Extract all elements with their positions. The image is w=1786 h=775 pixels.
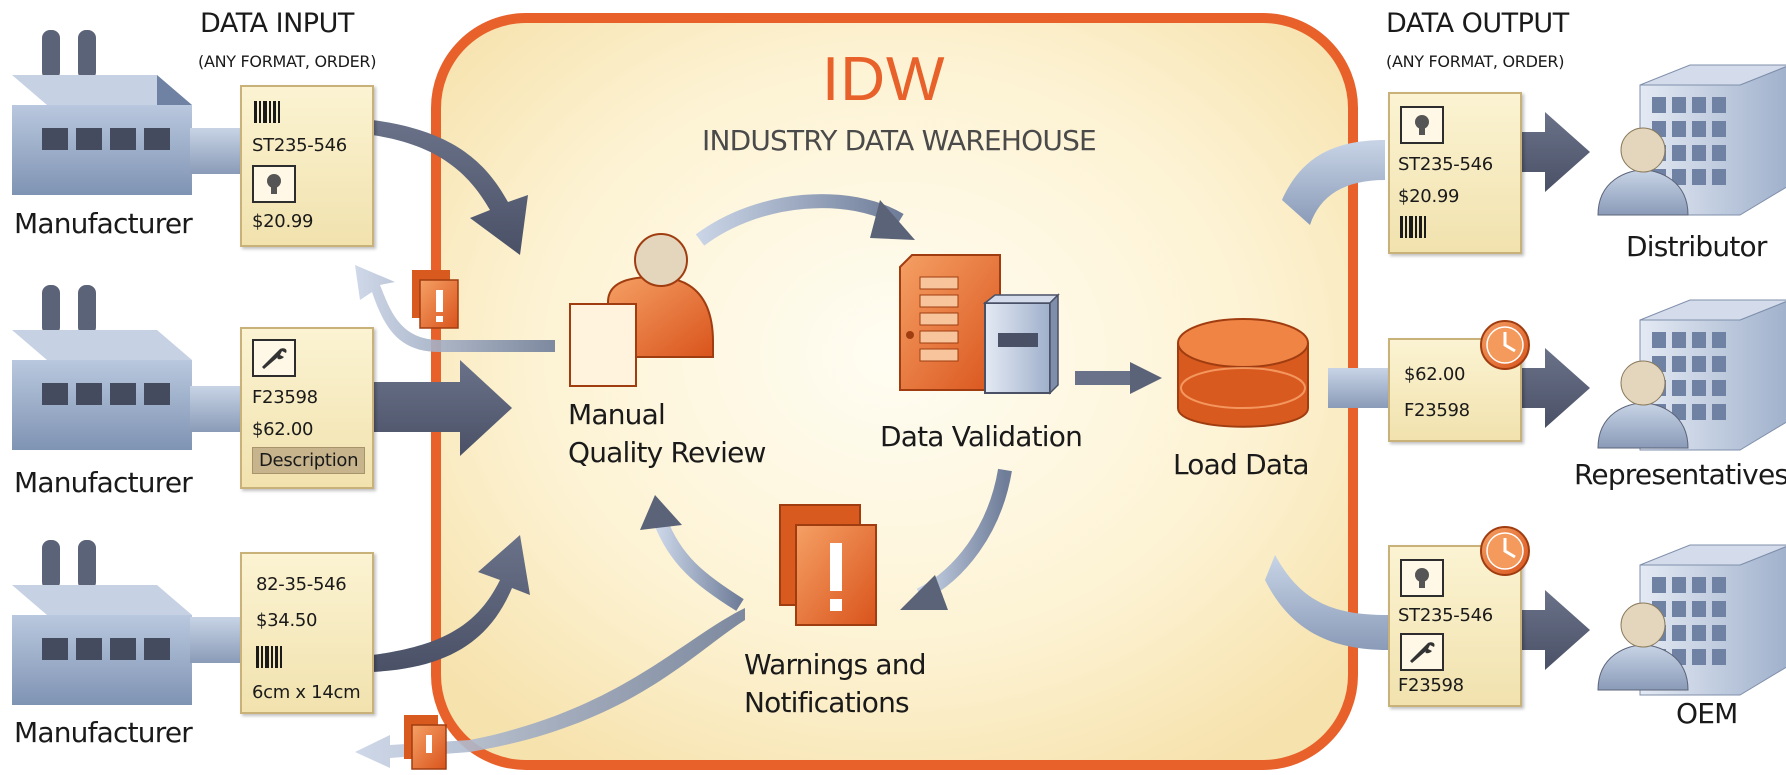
- manufacturer-label-3: Manufacturer: [14, 716, 193, 749]
- database-icon: [1177, 318, 1309, 428]
- input-subtitle: (ANY FORMAT, ORDER): [198, 52, 377, 71]
- barcode-icon: [256, 646, 282, 668]
- idw-title: IDW: [822, 45, 946, 114]
- receiver-label-representatives: Representatives: [1574, 458, 1786, 491]
- representatives-person-icon: [1597, 360, 1689, 449]
- reviewer-person-icon: [569, 233, 714, 387]
- output-curve-1: [1282, 140, 1385, 225]
- pipe-1: [190, 128, 240, 174]
- flow-arrowhead-4: [640, 495, 682, 530]
- factory-icon-2: [12, 285, 192, 450]
- flow-arrow-warnings-review: [653, 517, 744, 611]
- card-price: $62.00: [1404, 364, 1466, 385]
- node-label-load: Load Data: [1173, 448, 1310, 481]
- output-title: DATA OUTPUT: [1386, 8, 1569, 39]
- idw-subtitle: INDUSTRY DATA WAREHOUSE: [702, 124, 1097, 157]
- card-part-number: ST235-546: [252, 135, 347, 156]
- card-price: $20.99: [252, 211, 314, 232]
- output-arrow-3: [1520, 590, 1590, 670]
- card-part-number: F23598: [252, 387, 318, 408]
- reject-arrow-top: [355, 265, 555, 352]
- input-arrow-3: [372, 535, 530, 672]
- warnings-icon: [779, 504, 877, 626]
- lightbulb-icon: [1400, 559, 1444, 597]
- input-card-3: 82-35-546 $34.50 6cm x 14cm: [240, 552, 374, 714]
- wrench-icon: [252, 339, 296, 377]
- input-title: DATA INPUT: [200, 8, 354, 39]
- oem-person-icon: [1597, 602, 1689, 691]
- card-price: $34.50: [256, 610, 318, 631]
- wrench-icon: [1400, 633, 1444, 671]
- card-part-number: ST235-546: [1398, 154, 1493, 175]
- card-part-number: ST235-546: [1398, 605, 1493, 626]
- input-arrow-2: [372, 360, 512, 456]
- output-arrow-1: [1520, 112, 1590, 192]
- receiver-label-oem: OEM: [1676, 697, 1738, 730]
- card-part-number: F23598: [1404, 400, 1470, 421]
- receiver-label-distributor: Distributor: [1626, 230, 1767, 263]
- node-label-validation: Data Validation: [880, 420, 1083, 453]
- card-part-number: 82-35-546: [256, 574, 347, 595]
- node-label-warnings: Warnings and Notifications: [744, 648, 926, 719]
- factory-icon-3: [12, 540, 192, 705]
- flow-arrowhead-3: [900, 575, 948, 610]
- flow-arrowhead-1: [870, 200, 915, 240]
- output-card-2: $62.00 F23598: [1388, 338, 1522, 442]
- clock-icon: [1480, 320, 1530, 370]
- lightbulb-icon: [252, 165, 296, 203]
- card-price: $62.00: [252, 419, 314, 440]
- manufacturer-label-1: Manufacturer: [14, 207, 193, 240]
- card-price: $20.99: [1398, 186, 1460, 207]
- barcode-icon: [254, 101, 280, 123]
- node-label-review: Manual Quality Review: [568, 398, 766, 469]
- input-arrow-1: [372, 120, 528, 255]
- output-curve-3: [1265, 555, 1388, 650]
- card-part-number: F23598: [1398, 675, 1464, 696]
- pipe-2: [190, 386, 240, 432]
- reject-warning-icon-top: [412, 270, 459, 329]
- output-subtitle: (ANY FORMAT, ORDER): [1386, 52, 1565, 71]
- card-dimensions: 6cm x 14cm: [252, 682, 361, 703]
- barcode-icon: [1400, 216, 1426, 238]
- server-icon: [899, 254, 1060, 395]
- input-card-2: F23598 $62.00 Description: [240, 327, 374, 489]
- distributor-person-icon: [1597, 127, 1689, 216]
- output-arrow-2: [1520, 348, 1590, 428]
- output-pipe-2: [1328, 368, 1388, 408]
- clock-icon: [1480, 526, 1530, 576]
- manufacturer-label-2: Manufacturer: [14, 466, 193, 499]
- reject-arrow-bottom: [355, 608, 745, 768]
- reject-warning-icon-bottom: [404, 715, 447, 770]
- flow-arrowhead-2: [1130, 362, 1162, 394]
- input-card-1: ST235-546 $20.99: [240, 85, 374, 247]
- output-card-1: ST235-546 $20.99: [1388, 92, 1522, 254]
- factory-icon-1: [12, 30, 192, 195]
- lightbulb-icon: [1400, 106, 1444, 144]
- pipe-3: [190, 617, 240, 663]
- description-badge: Description: [252, 447, 366, 474]
